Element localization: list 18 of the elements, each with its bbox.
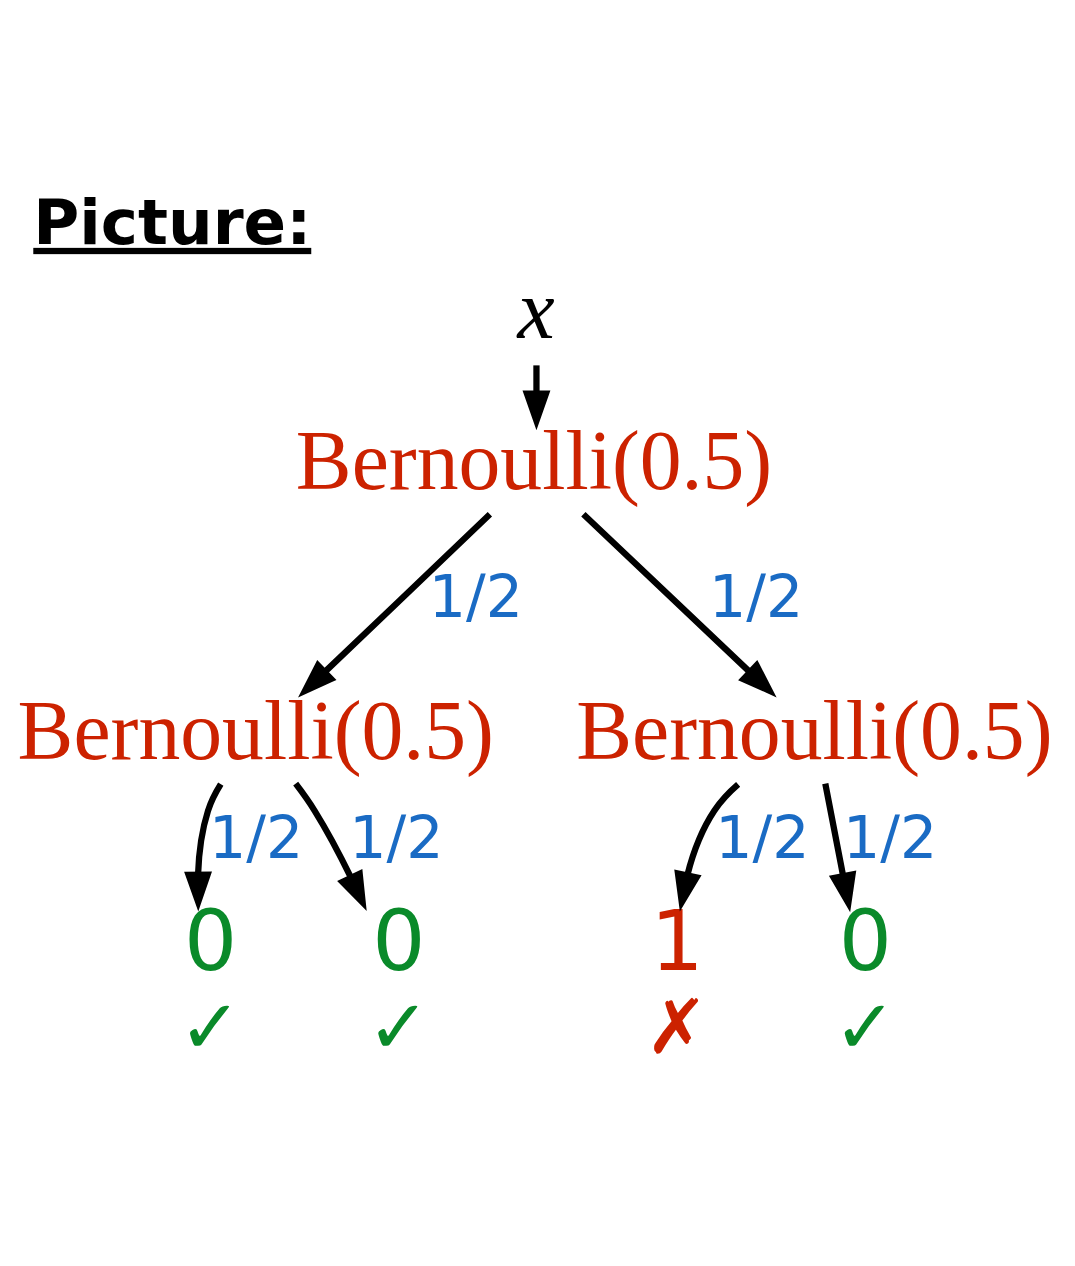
arrow bbox=[293, 781, 367, 912]
node-text: x bbox=[517, 263, 555, 356]
arrow bbox=[184, 782, 224, 912]
edge-label: 1/2 bbox=[715, 803, 810, 872]
arrow bbox=[298, 512, 493, 698]
edge-label: 1/2 bbox=[708, 563, 804, 632]
edge-label: 1/2 bbox=[208, 803, 304, 872]
arrow bbox=[674, 782, 741, 912]
node-text: Bernoulli(0.5) bbox=[295, 413, 773, 507]
diagram-title: Picture: bbox=[33, 185, 312, 259]
arrow bbox=[581, 512, 777, 698]
edge-label: 1/2 bbox=[842, 803, 938, 872]
edge-label: 1/2 bbox=[428, 563, 523, 632]
node-text: Bernoulli(0.5) bbox=[576, 683, 1053, 777]
node-text: Bernoulli(0.5) bbox=[17, 683, 494, 777]
edge-label: 1/2 bbox=[349, 803, 444, 872]
arrow bbox=[822, 783, 857, 913]
arrow bbox=[522, 365, 551, 431]
